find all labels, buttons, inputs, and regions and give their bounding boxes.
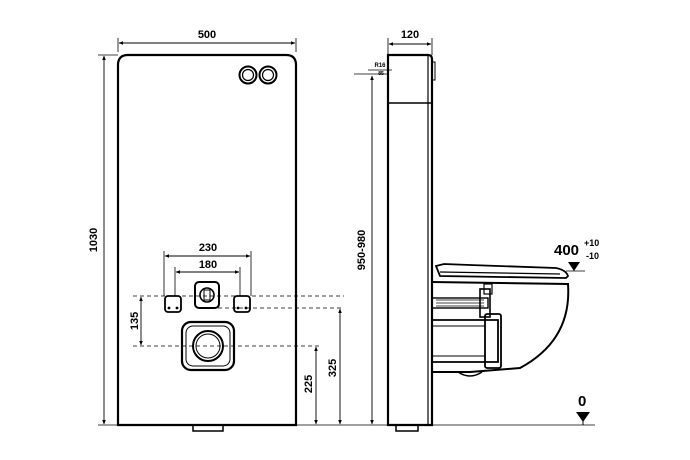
toilet-seat [434,263,570,279]
dim-drain-height-label: 225 [303,375,315,393]
dim-bolt-height-label: 135 [129,312,141,330]
front-view: 500 1030 230 180 [88,29,346,432]
toilet-bowl [431,281,570,373]
side-view: 120 R16 85 950-980 [346,29,599,432]
dim-height-label: 1030 [88,228,100,252]
dim-bolt-outer-label: 230 [199,242,217,254]
flush-button-large-icon [238,65,258,85]
dim-width-label: 500 [198,29,216,41]
dim-depth-label: 120 [401,29,419,41]
front-foot [192,424,224,432]
dim-radius-label: R16 [374,63,386,69]
dim-inlet-height-label: 325 [327,359,339,377]
seat-tol-plus-label: +10 [584,238,599,248]
seat-height-label: 400 [554,242,579,259]
drain-pipe [431,319,499,363]
floor-level-label: 0 [578,393,586,410]
bolt-left [164,295,182,313]
side-module [386,53,434,427]
water-inlet [194,281,220,309]
flush-pipe [431,297,489,309]
dim-mount-height-label: 950-980 [356,230,368,270]
flush-button-small-icon [258,65,278,85]
seat-tol-minus-label: -10 [586,251,599,261]
dim-bolt-inner-label: 180 [199,259,217,271]
bolt-right [233,295,251,313]
